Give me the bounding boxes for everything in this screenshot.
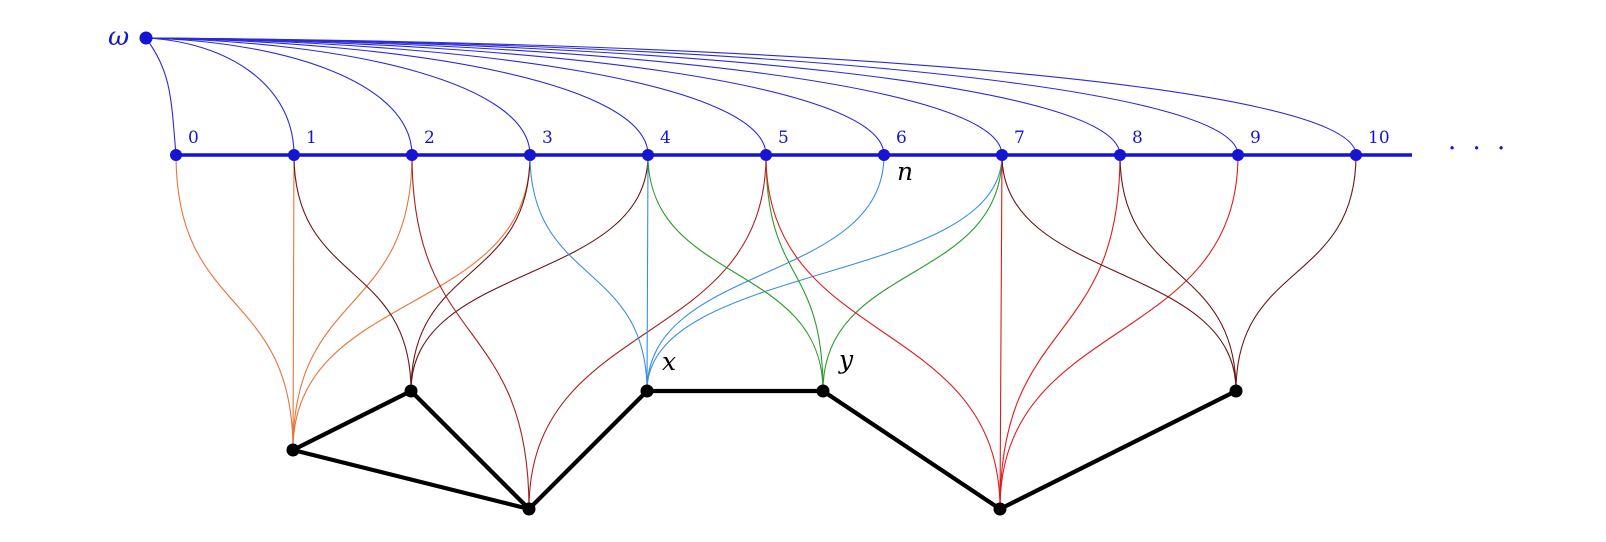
omega-edge-3 <box>145 37 531 156</box>
omega-label: ω <box>108 22 129 52</box>
bottom-edge-v6-v7 <box>997 388 1239 512</box>
top-vertex-4 <box>642 149 654 161</box>
omega-edge-10 <box>145 37 1357 156</box>
omega-edges <box>145 37 1357 156</box>
connection-edge-1 <box>292 154 295 451</box>
top-vertex-label-2: 2 <box>424 128 435 148</box>
top-vertex-0 <box>170 149 182 161</box>
label-x: x <box>662 347 676 376</box>
connection-edge-13 <box>647 154 824 392</box>
bottom-edge-v1-v3 <box>290 447 532 512</box>
vertices <box>139 31 1362 516</box>
omega-edge-5 <box>145 37 767 156</box>
omega-edge-4 <box>145 37 649 156</box>
connection-edge-11 <box>646 154 885 392</box>
connection-edge-2 <box>292 154 413 451</box>
connection-edge-14 <box>765 154 824 392</box>
bottom-vertex-v6 <box>993 502 1007 516</box>
bottom-graph-edges <box>290 388 1239 512</box>
connection-edges <box>175 154 1357 510</box>
connection-edge-7 <box>411 154 530 510</box>
top-vertex-8 <box>1114 149 1126 161</box>
omega-edge-2 <box>145 37 413 156</box>
labels: ω · · · n x y 0 1 2 3 4 5 6 7 8 9 10 <box>108 22 1509 376</box>
omega-edge-1 <box>145 37 295 156</box>
top-vertex-label-5: 5 <box>778 128 789 148</box>
bottom-vertex-y <box>816 384 830 398</box>
connection-edge-22 <box>1235 154 1357 392</box>
bottom-edge-y-v6 <box>820 388 1003 512</box>
label-y: y <box>838 345 854 374</box>
bottom-vertex-v1 <box>286 443 300 457</box>
continuation-dots: · · · <box>1448 134 1509 164</box>
bottom-vertex-x <box>640 384 654 398</box>
connection-edge-5 <box>410 154 531 392</box>
top-vertex-2 <box>406 149 418 161</box>
top-vertex-6 <box>878 149 890 161</box>
connection-edge-16 <box>765 154 1001 510</box>
top-vertex-label-4: 4 <box>660 128 671 148</box>
top-vertex-label-1: 1 <box>306 128 317 148</box>
bottom-edge-v1-v2 <box>290 388 414 453</box>
top-vertex-label-7: 7 <box>1014 128 1025 148</box>
omega-vertex <box>139 31 153 45</box>
top-vertex-label-10: 10 <box>1368 128 1390 148</box>
label-n: n <box>897 157 913 186</box>
bottom-vertex-v3 <box>522 502 536 516</box>
bottom-vertex-v7 <box>1229 384 1243 398</box>
omega-edge-0 <box>145 37 177 156</box>
top-vertex-3 <box>524 149 536 161</box>
connection-edge-20 <box>1001 154 1237 392</box>
connection-edge-3 <box>292 154 531 451</box>
omega-edge-9 <box>145 37 1239 156</box>
top-vertex-9 <box>1232 149 1244 161</box>
connection-edge-0 <box>175 154 294 451</box>
connection-edge-15 <box>822 154 1003 392</box>
top-vertex-1 <box>288 149 300 161</box>
omega-edge-7 <box>145 37 1003 156</box>
connection-edge-18 <box>999 154 1121 510</box>
top-vertex-label-8: 8 <box>1132 128 1143 148</box>
bottom-edge-v2-v3 <box>408 388 532 512</box>
connection-edge-9 <box>529 154 648 392</box>
top-vertex-label-3: 3 <box>542 128 553 148</box>
connection-edge-12 <box>646 154 1003 392</box>
connection-edge-19 <box>999 154 1239 510</box>
omega-edge-8 <box>145 37 1121 156</box>
top-vertex-label-9: 9 <box>1250 128 1261 148</box>
bottom-edge-v3-x <box>526 388 650 512</box>
omega-edge-6 <box>145 37 885 156</box>
connection-edge-10 <box>646 154 649 392</box>
bottom-vertex-v2 <box>404 384 418 398</box>
top-vertex-7 <box>996 149 1008 161</box>
connection-edge-4 <box>293 154 412 392</box>
top-vertex-label-6: 6 <box>896 128 907 148</box>
connection-edge-21 <box>1119 154 1237 392</box>
connection-edge-6 <box>410 154 649 392</box>
top-vertex-5 <box>760 149 772 161</box>
connection-edge-17 <box>999 154 1003 510</box>
top-vertex-10 <box>1350 149 1362 161</box>
top-vertex-label-0: 0 <box>188 128 199 148</box>
